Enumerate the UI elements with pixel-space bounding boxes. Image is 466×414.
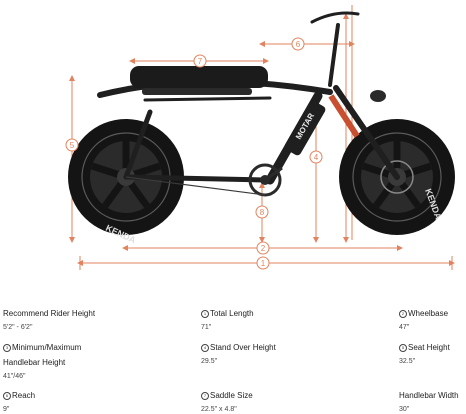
svg-text:5: 5 — [70, 141, 75, 150]
spec-label: Handlebar Width — [399, 391, 459, 400]
svg-text:8: 8 — [260, 208, 265, 217]
marker-1: 1 — [256, 256, 270, 270]
spec-value: 41"/46" — [3, 373, 26, 380]
marker-badge: 4 — [201, 344, 209, 352]
spec-value: 29.5" — [201, 358, 218, 365]
spec-label: Recommend Rider Height — [3, 309, 96, 318]
spec-label: Minimum/Maximum — [12, 343, 82, 352]
marker-7: 7 — [193, 54, 207, 68]
marker-2: 2 — [256, 241, 270, 255]
spec-label: Seat Height — [408, 343, 450, 352]
spec-value: 5'2" - 6'2" — [3, 324, 33, 331]
marker-6: 6 — [291, 37, 305, 51]
headlight — [370, 90, 386, 102]
spec-label: Wheelbase — [408, 309, 449, 318]
spec-label: Stand Over Height — [210, 343, 276, 352]
marker-4: 4 — [309, 150, 323, 164]
marker-badge: 2 — [399, 310, 407, 318]
marker-badge: 5 — [399, 344, 407, 352]
marker-5: 5 — [65, 138, 79, 152]
marker-badge: 6 — [3, 392, 11, 400]
svg-text:7: 7 — [198, 57, 203, 66]
spec-label-line2: Handlebar Height — [3, 358, 66, 367]
marker-badge: 3 — [3, 344, 11, 352]
spec-value: 22.5" x 4.8" — [201, 406, 237, 413]
svg-text:1: 1 — [261, 259, 266, 268]
svg-text:2: 2 — [261, 244, 266, 253]
frame-battery — [284, 100, 326, 156]
spec-value: 71" — [201, 324, 212, 331]
marker-badge: 7 — [201, 392, 209, 400]
spec-rider-height: Recommend Rider Height 5'2" - 6'2" — [3, 309, 95, 331]
saddle — [130, 66, 268, 88]
spec-value: 47" — [399, 324, 410, 331]
spec-label: Reach — [12, 391, 36, 400]
marker-badge: 1 — [201, 310, 209, 318]
spec-value: 30" — [399, 406, 410, 413]
fork-accent — [328, 94, 360, 138]
svg-text:6: 6 — [296, 40, 301, 49]
bike-dimension-diagram: KENDA KENDA MOTAR — [65, 5, 455, 270]
marker-8: 8 — [255, 205, 269, 219]
spec-value: 9" — [3, 406, 10, 413]
spec-label: Total Length — [210, 309, 254, 318]
spec-value: 32.5" — [399, 358, 416, 365]
svg-text:4: 4 — [314, 153, 319, 162]
spec-handlebar-width: Handlebar Width 30" — [399, 391, 459, 413]
spec-label: Saddle Size — [210, 391, 253, 400]
